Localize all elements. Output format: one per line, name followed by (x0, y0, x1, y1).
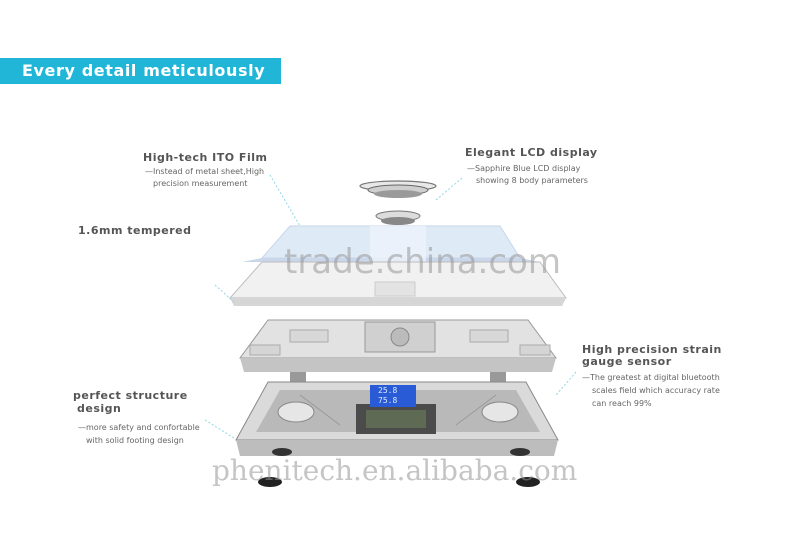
sensor-title-1: High precision strain (582, 343, 722, 356)
lcd-display-desc-1: —Sapphire Blue LCD display (467, 164, 581, 173)
middle-frame (239, 319, 557, 372)
sensor-desc-1: —The greatest at digital bluetooth (582, 373, 720, 382)
structure-title-2: design (77, 402, 122, 415)
lcd-screen (370, 385, 416, 407)
section-banner: Every detail meticulously (0, 58, 281, 84)
watermark-top: trade.china.com (284, 242, 561, 282)
scale-feet (258, 448, 540, 487)
structure-title-1: perfect structure (73, 389, 188, 402)
tempered-glass-plate (228, 261, 567, 306)
lcd-display-desc-2: showing 8 body parameters (476, 176, 588, 185)
base-housing (235, 381, 559, 456)
structure-desc-1: —more safety and confortable (78, 423, 200, 432)
tempered-glass-title: 1.6mm tempered (78, 224, 192, 237)
ito-film-desc-1: —Instead of metal sheet,High (145, 167, 265, 176)
sensor-desc-2: scales field which accuracy rate (592, 386, 720, 395)
structure-desc-2: with solid footing design (86, 436, 184, 445)
callout-lines (204, 174, 577, 439)
sensor-desc-3: can reach 99% (592, 399, 652, 408)
lcd-line-2: 75.8 (378, 396, 398, 405)
lcd-line-1: 25.8 (378, 386, 398, 395)
sensor-stubs (290, 372, 506, 382)
ito-film-title: High-tech ITO Film (143, 151, 268, 164)
sensor-title-2: gauge sensor (582, 355, 672, 368)
lcd-display-title: Elegant LCD display (465, 146, 598, 159)
lcd-cap (359, 180, 437, 225)
watermark-bottom: phenitech.en.alibaba.com (212, 454, 578, 487)
ito-film-desc-2: precision measurement (153, 179, 248, 188)
